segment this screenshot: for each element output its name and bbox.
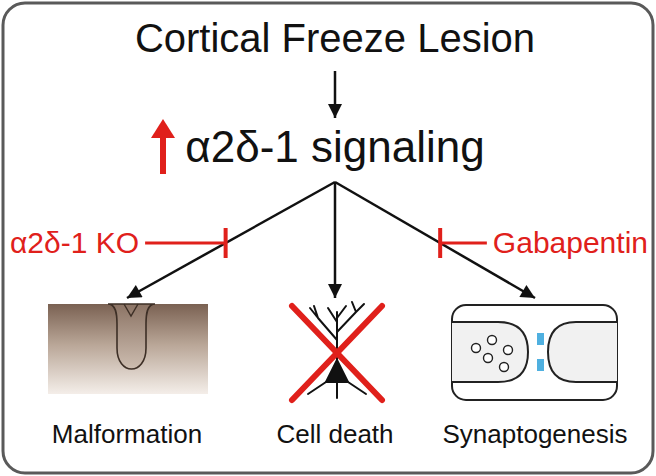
cortex-malformation-picture — [48, 304, 208, 394]
outcome-caption: Cell death — [250, 298, 420, 458]
outcome-caption: Synaptogenesis — [434, 298, 635, 458]
frame-border — [3, 3, 653, 473]
inhibition-bar — [145, 228, 226, 258]
node-text: Cortical Freeze Lesion — [135, 16, 535, 61]
inhibitor-label: Gabapentin — [493, 226, 648, 260]
dead-neuron-picture — [292, 302, 382, 400]
synapse-picture — [452, 305, 617, 400]
increase-arrow — [151, 119, 175, 174]
signaling-heading: α2δ-1 signaling — [177, 118, 492, 180]
arrow-connector — [334, 182, 337, 298]
cause-heading: Cortical Freeze Lesion — [100, 12, 570, 69]
arrow-connector — [334, 71, 337, 118]
node-text: Synaptogenesis — [442, 419, 627, 450]
node-text: α2δ-1 signaling — [185, 122, 484, 172]
node-text: Cell death — [276, 419, 393, 450]
inhibition-bar — [440, 228, 487, 258]
node-text: Malformation — [52, 419, 202, 450]
arrow-connector — [127, 182, 335, 298]
outcome-caption: Malformation — [35, 298, 219, 458]
inhibitor-label: α2δ-1 KO — [10, 226, 139, 260]
